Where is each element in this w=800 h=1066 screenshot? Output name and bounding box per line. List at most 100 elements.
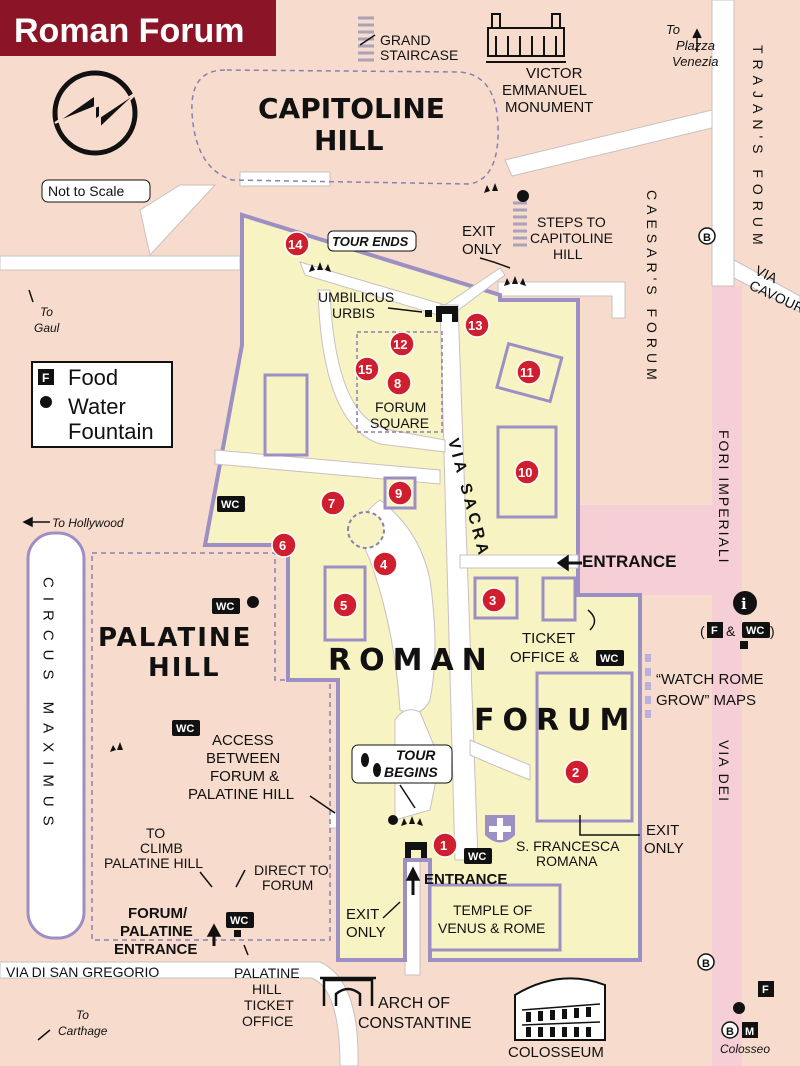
label-access-1: ACCESS — [212, 732, 274, 749]
svg-text:B: B — [726, 1026, 734, 1038]
food-icon — [38, 369, 54, 385]
label-forum-palatine-3: ENTRANCE — [114, 941, 197, 958]
label-tour-begins-2: BEGINS — [384, 764, 438, 780]
label-temple-2: VENUS & ROME — [438, 920, 545, 936]
label-via-di-san-gregorio: VIA DI SAN GREGORIO — [6, 964, 159, 980]
label-grand-staircase-2: STAIRCASE — [380, 47, 458, 63]
stop-pin-3: 3 — [481, 587, 507, 613]
label-circus-maximus: CIRCUS MAXIMUS — [40, 577, 57, 835]
stop-pin-10: 10 — [514, 459, 540, 485]
label-exit-bottom-2: ONLY — [346, 924, 386, 941]
circus-maximus — [26, 531, 86, 940]
wc-badges: WC WC WC WC WC WC WC — [172, 496, 770, 928]
svg-text:11: 11 — [520, 365, 534, 380]
label-steps-3: HILL — [553, 246, 583, 262]
legend-water-2: Fountain — [68, 419, 154, 444]
label-access-3: FORUM & — [210, 768, 279, 785]
label-plazza-3: Venezia — [672, 54, 719, 69]
svg-text:15: 15 — [358, 362, 372, 377]
label-tour-ends: TOUR ENDS — [332, 234, 409, 249]
label-forum-palatine-2: PALATINE — [120, 923, 193, 940]
label-forum-square-2: SQUARE — [370, 415, 429, 431]
monument-icon — [486, 13, 566, 63]
label-carthage-2: Carthage — [58, 1024, 108, 1038]
stop-pin-6: 6 — [271, 532, 297, 558]
stop-pin-11: 11 — [516, 359, 542, 385]
svg-text:WC: WC — [216, 601, 234, 613]
label-entrance-right: ENTRANCE — [582, 552, 676, 571]
stop-pin-4: 4 — [372, 551, 398, 577]
label-watch-2: GROW” MAPS — [656, 692, 756, 709]
label-umbilicus-1: UMBILICUS — [318, 289, 394, 305]
label-trajans-forum: TRAJAN'S FORUM — [750, 45, 766, 251]
label-forum-palatine-1: FORUM/ — [128, 905, 188, 922]
label-palatine-ticket-3: TICKET — [244, 997, 294, 1013]
label-tour-begins-1: TOUR — [396, 747, 436, 763]
north-compass-icon — [52, 70, 141, 156]
label-exit-top-2: ONLY — [462, 241, 502, 258]
footprints-icon — [361, 753, 381, 777]
via-dei-fori-imperiali-road — [578, 286, 742, 1066]
svg-text:9: 9 — [395, 486, 402, 501]
label-francesca-1: S. FRANCESCA — [516, 838, 620, 854]
label-ticket-1: TICKET — [522, 630, 575, 647]
stop-pin-9: 9 — [387, 480, 413, 506]
label-via-dei: VIA DEI — [716, 740, 732, 803]
svg-text:WC: WC — [468, 851, 486, 863]
label-climb-1: TO — [146, 825, 165, 841]
label-access-2: BETWEEN — [206, 750, 280, 767]
label-capitoline-1: CAPITOLINE — [258, 92, 445, 125]
label-fori-imperiali: FORI IMPERIALI — [716, 430, 732, 565]
label-colosseum: COLOSSEUM — [508, 1044, 604, 1061]
label-entrance-bottom: ENTRANCE — [424, 871, 507, 888]
label-direct-1: DIRECT TO — [254, 862, 329, 878]
gate-icons — [234, 306, 458, 937]
scale-note-box — [41, 179, 151, 203]
label-exit-right-2: ONLY — [644, 840, 684, 857]
label-umbilicus-2: URBIS — [332, 305, 375, 321]
label-palatine-ticket-1: PALATINE — [234, 965, 300, 981]
svg-text:13: 13 — [468, 318, 482, 333]
label-roman: ROMAN — [328, 643, 495, 678]
label-ticket-2: OFFICE & — [510, 649, 579, 666]
stop-pin-15: 15 — [354, 356, 380, 382]
label-victor-3: MONUMENT — [505, 99, 593, 116]
label-francesca-2: ROMANA — [536, 853, 598, 869]
svg-text:4: 4 — [380, 557, 388, 572]
label-plazza-2: Plazza — [676, 38, 715, 53]
forum-buildings — [263, 331, 634, 952]
stop-pins: 1 2 3 4 5 6 7 8 9 10 11 12 13 14 15 — [271, 231, 590, 858]
capitoline-hill-outline — [191, 69, 499, 185]
label-palatine-2: HILL — [148, 653, 221, 683]
stop-pin-1: 1 — [432, 832, 458, 858]
stop-pin-12: 12 — [389, 331, 415, 357]
label-victor-2: EMMANUEL — [502, 82, 587, 99]
info-marker — [740, 641, 748, 649]
label-palatine-ticket-4: OFFICE — [242, 1013, 293, 1029]
label-exit-right-1: EXIT — [646, 822, 679, 839]
metro-badge: M — [742, 1022, 758, 1038]
tour-ends-box — [327, 230, 417, 252]
label-forum-square-1: FORUM — [375, 399, 426, 415]
svg-text:14: 14 — [288, 237, 303, 252]
food-badge-colosseo: F — [758, 981, 774, 997]
stop-pin-8: 8 — [386, 370, 412, 396]
svg-text:WC: WC — [600, 653, 618, 665]
label-exit-bottom-1: EXIT — [346, 906, 379, 923]
title-banner — [0, 0, 276, 56]
label-palatine-ticket-2: HILL — [252, 981, 282, 997]
svg-text:i: i — [741, 595, 747, 613]
label-colosseo: Colosseo — [720, 1042, 770, 1056]
water-fountain-icon — [40, 396, 52, 408]
svg-text:2: 2 — [572, 765, 579, 780]
watch-rome-markers — [645, 654, 651, 718]
label-arch-2: CONSTANTINE — [358, 1015, 471, 1032]
svg-text:WC: WC — [221, 499, 239, 511]
stop-pin-13: 13 — [464, 312, 490, 338]
label-capitoline-2: HILL — [314, 124, 384, 157]
label-caesars-forum: CAESAR'S FORUM — [644, 190, 660, 385]
church-shield-icon — [485, 815, 515, 843]
viewpoint-icons — [110, 183, 526, 826]
label-forum: FORUM — [474, 703, 637, 738]
